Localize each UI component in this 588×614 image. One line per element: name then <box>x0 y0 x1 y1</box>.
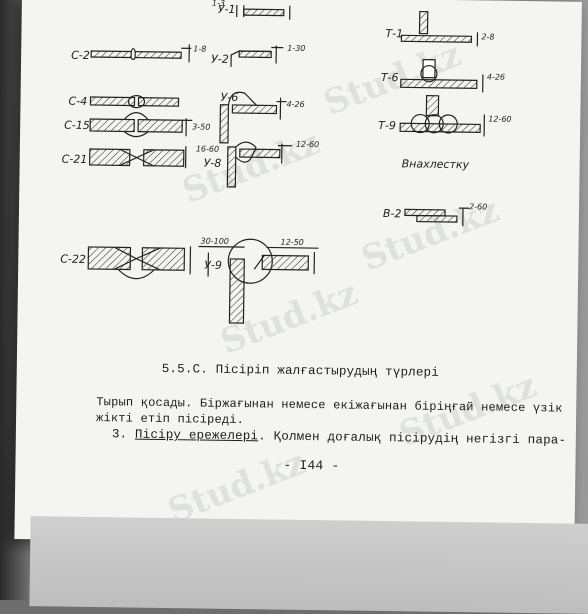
figure-label-u9: У-9 <box>204 258 222 272</box>
figure-label-c15: С-15 <box>64 118 90 132</box>
page-number: - I44 - <box>283 457 340 474</box>
dimension-t9: 12-60 <box>488 114 512 124</box>
figure-label-u2: У-2 <box>211 52 229 66</box>
figure-label-u6: У-6 <box>220 90 239 105</box>
section-number: 3. <box>111 427 136 442</box>
figure-label-u8: У-8 <box>203 156 222 170</box>
dimension-b2: 2-60 <box>469 202 488 212</box>
book-page: Stud.kz Stud.kz Stud.kz Stud.kz Stud.kz … <box>14 0 582 547</box>
figure-label-vnahlestku: Внахлестку <box>401 157 470 172</box>
dimension-u9-left: 30-100 <box>200 236 229 246</box>
figure-label-c22: С-22 <box>60 252 87 266</box>
figure-label-c21: С-21 <box>61 152 88 166</box>
body-line-2: жікті етіп пісіреді. <box>95 411 245 428</box>
dimension-u2: 1-30 <box>287 43 306 53</box>
dimension-c2: 1-8 <box>193 44 207 54</box>
dimension-u8-right: 12-60 <box>295 139 320 150</box>
figure-label-u1: У-1 <box>217 2 236 16</box>
figure-label-c4: С-4 <box>68 94 88 108</box>
figure-label-c2: С-2 <box>71 48 90 62</box>
figure-label-b2: В-2 <box>382 207 402 221</box>
page-bottom-edge <box>29 516 588 614</box>
dimension-c15: 3-50 <box>192 122 211 132</box>
figure-label-t9: Т-9 <box>378 118 396 133</box>
dimension-t6: 4-26 <box>486 72 506 82</box>
figure-label-t6: Т-6 <box>380 71 399 85</box>
dimension-u9-right: 12-50 <box>280 237 304 247</box>
dimension-u8-top: 16-60 <box>195 144 220 154</box>
dimension-u6: 4-26 <box>286 99 305 109</box>
weld-joint-diagrams <box>87 4 485 324</box>
section-heading-underlined: Пісіру ережелері <box>134 427 259 444</box>
figure-label-t1: Т-1 <box>385 27 404 41</box>
dimension-t1: 2-8 <box>481 32 495 42</box>
